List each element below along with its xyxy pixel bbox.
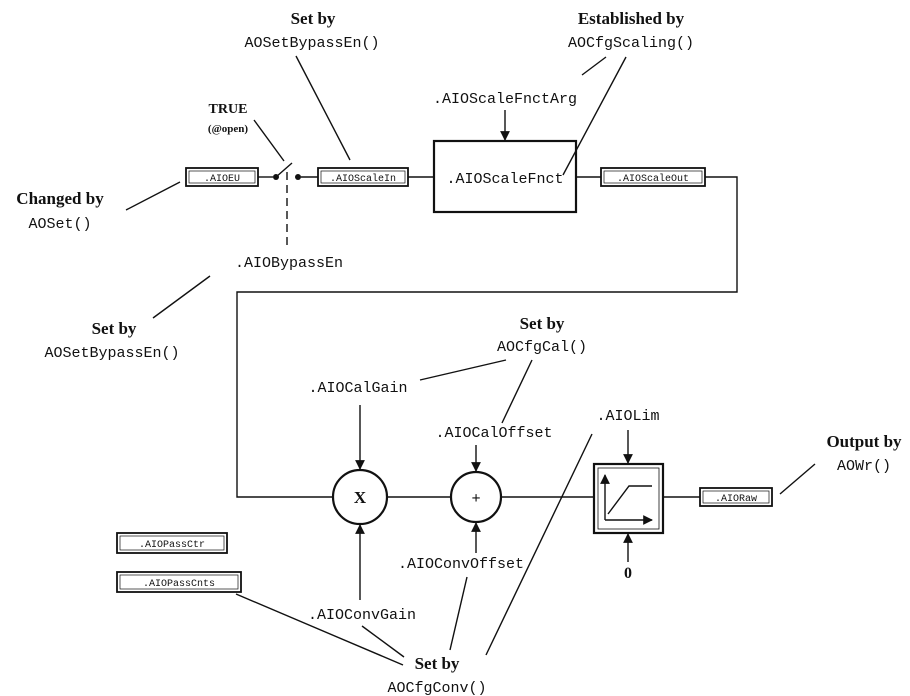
annot-title: TRUE <box>209 102 248 117</box>
annot-func: AOCfgConv() <box>387 680 486 696</box>
annot-title: Set by <box>291 9 336 28</box>
annot-func: AOCfgScaling() <box>568 35 694 52</box>
aioeu-box: .AIOEU <box>185 167 259 187</box>
annot-output-by: Output by AOWr() <box>779 432 902 495</box>
annot-changed-by: Changed by AOSet() <box>16 181 181 233</box>
limit-zero-label: 0 <box>624 565 632 582</box>
aiopasscnts-box: .AIOPassCnts <box>116 571 242 593</box>
multiply-node: X <box>331 468 389 526</box>
aioscaleout-label: .AIOScaleOut <box>617 173 689 185</box>
aioraw-label: .AIORaw <box>715 494 757 505</box>
aiocalgain-label: .AIOCalGain <box>308 380 407 397</box>
aiopassctr-box: .AIOPassCtr <box>116 532 228 554</box>
annot-set-by-bypass-left: Set by AOSetBypassEn() <box>44 275 211 362</box>
aioeu-label: .AIOEU <box>204 174 240 185</box>
annot-true-open: TRUE (@open) <box>208 102 285 162</box>
annot-func: AOCfgCal() <box>497 339 587 356</box>
add-symbol: + <box>471 490 480 507</box>
multiply-symbol: X <box>354 488 367 507</box>
annot-set-by-bypass-top: Set by AOSetBypassEn() <box>244 9 380 161</box>
aiolim-label: .AIOLim <box>596 408 659 425</box>
annot-sub: (@open) <box>208 123 249 135</box>
annot-established-by: Established by AOCfgScaling() <box>562 9 694 176</box>
aiopasscnts-label: .AIOPassCnts <box>143 579 215 590</box>
limiter-block <box>592 462 665 535</box>
annot-title: Output by <box>826 432 902 451</box>
add-node: + <box>449 470 503 524</box>
aioscalein-box: .AIOScaleIn <box>317 167 409 187</box>
annot-func: AOSetBypassEn() <box>44 345 179 362</box>
annot-func: AOWr() <box>837 458 891 475</box>
wire-return-path <box>236 176 738 498</box>
annot-title: Set by <box>415 654 460 673</box>
annot-set-by-cal: Set by AOCfgCal() <box>419 314 587 424</box>
annot-title: Established by <box>578 9 685 28</box>
aioconvoffset-label: .AIOConvOffset <box>398 556 524 573</box>
aioscalefnct-label: .AIOScaleFnct <box>446 171 563 188</box>
annot-set-by-conv: Set by AOCfgConv() <box>235 433 593 696</box>
aioraw-box: .AIORaw <box>699 487 773 507</box>
aiobypassen-label: .AIOBypassEn <box>235 255 343 272</box>
aiocaloffset-label: .AIOCalOffset <box>435 425 552 442</box>
aioscalefnct-box: .AIOScaleFnct <box>432 139 578 214</box>
annot-title: Set by <box>520 314 565 333</box>
aioscaleout-box: .AIOScaleOut <box>600 167 706 187</box>
aioscalein-label: .AIOScaleIn <box>330 173 396 185</box>
aiopassctr-label: .AIOPassCtr <box>139 540 205 551</box>
bypass-switch <box>258 162 318 246</box>
annot-title: Set by <box>92 319 137 338</box>
aioscalefnctarg-label: .AIOScaleFnctArg <box>433 91 577 108</box>
annot-func: AOSet() <box>28 216 91 233</box>
annot-title: Changed by <box>16 189 104 208</box>
annot-func: AOSetBypassEn() <box>244 35 379 52</box>
aioconvgain-label: .AIOConvGain <box>308 607 416 624</box>
